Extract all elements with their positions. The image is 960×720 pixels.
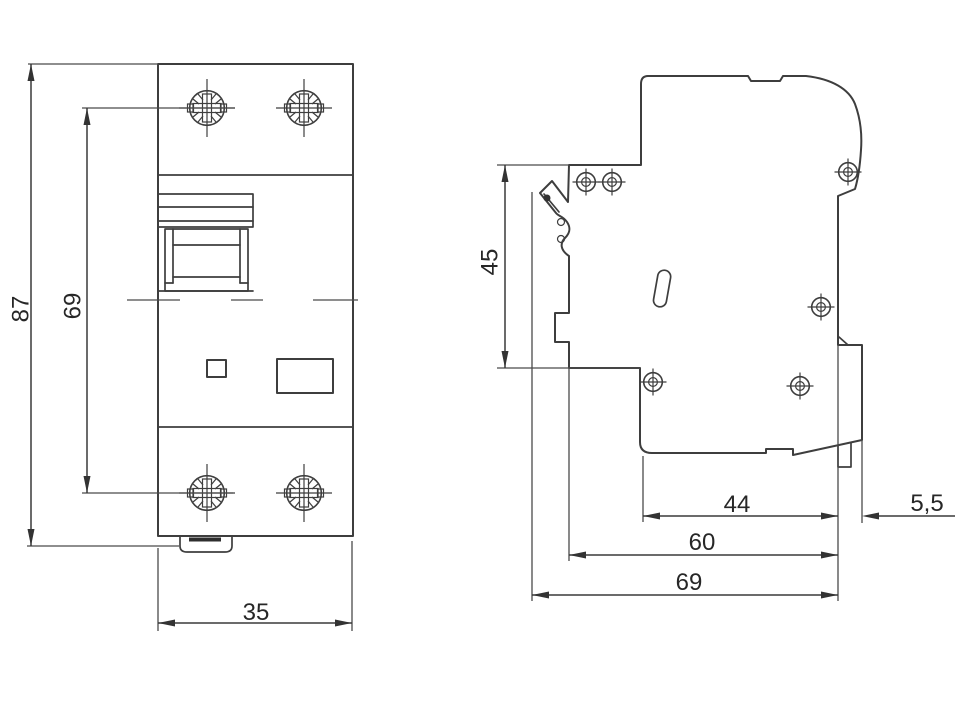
dimension-body-depth: 60 bbox=[569, 529, 838, 559]
screw-icon bbox=[806, 292, 836, 322]
dim-label-87: 87 bbox=[8, 296, 35, 323]
dimension-protrusion-height: 45 bbox=[477, 164, 640, 369]
vent-slot bbox=[652, 269, 672, 308]
dimension-upper-depth: 44 bbox=[643, 491, 838, 520]
din-clip-foot bbox=[837, 442, 852, 468]
label-window bbox=[276, 358, 334, 394]
side-body-outline bbox=[539, 75, 863, 456]
test-button bbox=[206, 359, 227, 378]
terminal-screw-icon bbox=[275, 78, 333, 138]
hinge-circle bbox=[556, 217, 566, 227]
lever-pin-dot bbox=[543, 194, 551, 202]
dim-label-44: 44 bbox=[724, 491, 751, 518]
screw-icon bbox=[638, 367, 668, 397]
dim-label-35: 35 bbox=[243, 599, 270, 626]
toggle-switch bbox=[157, 193, 254, 292]
dim-label-60: 60 bbox=[689, 529, 716, 556]
dim-label-69-front: 69 bbox=[60, 293, 87, 320]
hinge-circle bbox=[556, 234, 566, 244]
dimension-total-depth: 69 bbox=[532, 569, 838, 599]
dim-label-5-5: 5,5 bbox=[910, 490, 943, 517]
dim-label-45: 45 bbox=[477, 249, 504, 276]
dimension-rail-clip-offset: 5,5 bbox=[862, 490, 955, 520]
din-release-tab bbox=[179, 536, 233, 553]
front-view: 87 69 35 bbox=[8, 63, 358, 631]
dim-label-69-side: 69 bbox=[676, 569, 703, 596]
dimension-width: 35 bbox=[157, 541, 353, 631]
side-view: 45 44 5,5 60 bbox=[477, 75, 955, 601]
screw-icon bbox=[571, 167, 601, 197]
toggle-lever bbox=[543, 193, 560, 213]
dimension-overall-height: 87 bbox=[8, 63, 179, 547]
dimension-screw-pitch: 69 bbox=[60, 107, 235, 494]
screw-icon bbox=[785, 371, 815, 401]
terminal-screw-icon bbox=[275, 463, 333, 523]
screw-icon bbox=[597, 167, 627, 197]
clip-spring-edge bbox=[838, 336, 849, 346]
